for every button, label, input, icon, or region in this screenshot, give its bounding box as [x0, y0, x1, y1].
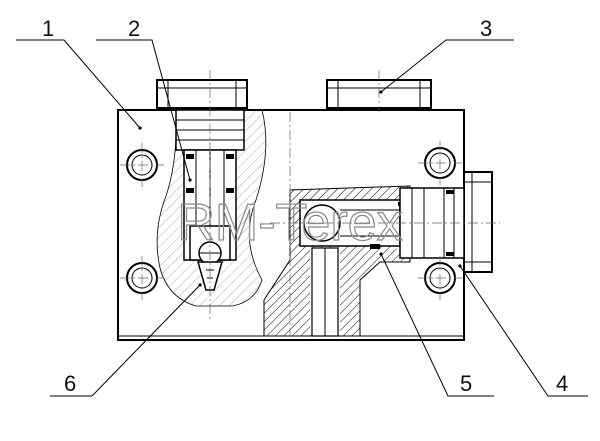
seal-ring [446, 252, 454, 256]
callout-5: 5 [460, 371, 472, 396]
leader-2 [96, 39, 191, 181]
leader-lines [16, 39, 588, 397]
callout-2: 2 [128, 16, 140, 41]
seal-ring [186, 188, 194, 193]
watermark: RM-Terex [177, 194, 402, 252]
leader-3 [380, 39, 514, 93]
seal-ring [226, 154, 234, 159]
seal-ring [370, 244, 380, 249]
callout-6: 6 [64, 371, 76, 396]
seal-ring [446, 190, 454, 194]
center-lines [120, 70, 500, 336]
leader-6 [50, 284, 201, 397]
leader-1 [16, 39, 141, 129]
leader-5 [380, 253, 494, 397]
callouts: 1 2 3 4 5 6 [42, 16, 568, 396]
leader-4 [459, 265, 588, 397]
right-section-region [263, 185, 411, 337]
callout-1: 1 [42, 16, 54, 41]
left-top-plug [156, 79, 248, 109]
callout-3: 3 [480, 16, 492, 41]
seal-ring [226, 188, 234, 193]
seal-ring [186, 154, 194, 159]
right-side-plug [463, 171, 493, 273]
callout-4: 4 [556, 371, 568, 396]
